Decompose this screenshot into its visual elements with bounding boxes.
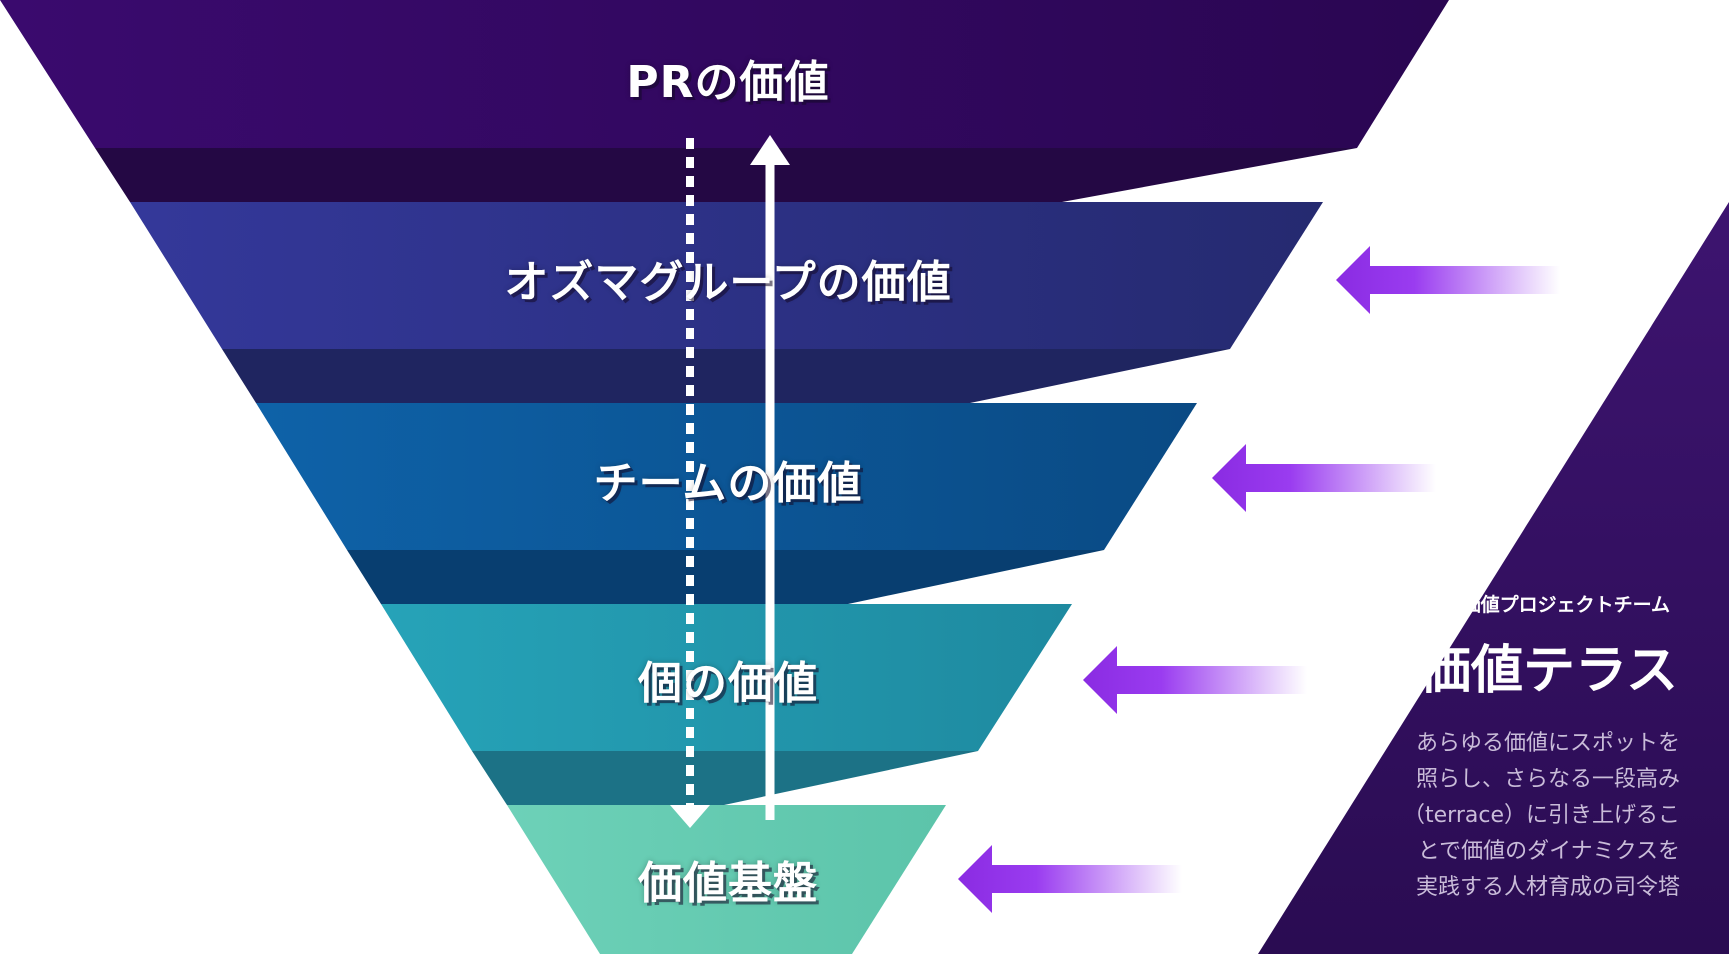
tier-label-group: オズマグループの価値: [504, 257, 952, 308]
input-arrow-2: [1212, 444, 1436, 512]
team-subtitle: 価値プロジェクトチーム: [1461, 594, 1670, 616]
tier-band-base: [507, 805, 946, 954]
connector-band-4: [472, 751, 978, 805]
connector-band-3: [347, 550, 1104, 604]
team-name: 価値テラス: [1419, 641, 1678, 701]
input-arrow-group: [958, 246, 1560, 913]
downward-arrow-head: [670, 805, 710, 828]
tier-label-base: 価値基盤: [638, 858, 818, 909]
team-description-line: 照らし、さらなる一段高み: [1415, 767, 1680, 792]
tier-label-team: チームの価値: [593, 458, 863, 509]
team-panel: [1258, 202, 1729, 954]
team-description-line: とで価値のダイナミクスを: [1417, 839, 1680, 864]
team-description: あらゆる価値にスポットを 照らし、さらなる一段高み （terrace）に引き上げ…: [1330, 726, 1680, 906]
tier-band-individual: [381, 604, 1072, 751]
tier-band-team: [256, 403, 1197, 550]
upward-arrow-head: [750, 135, 790, 165]
tier-label-individual: 個の価値: [638, 658, 818, 709]
team-description-line: （terrace）に引き上げるこ: [1403, 803, 1680, 828]
connector-band-1: [95, 148, 1357, 202]
tier-band-group: [130, 202, 1323, 349]
team-description-line: あらゆる価値にスポットを: [1415, 731, 1680, 756]
tier-band-pr: [0, 0, 1449, 148]
tier-label-pr: PRの価値: [626, 57, 830, 108]
input-arrow-4: [958, 845, 1182, 913]
input-arrow-3: [1083, 646, 1307, 714]
connector-band-2: [222, 349, 1230, 403]
team-description-line: 実践する人材育成の司令塔: [1415, 875, 1680, 900]
input-arrow-1: [1336, 246, 1560, 314]
